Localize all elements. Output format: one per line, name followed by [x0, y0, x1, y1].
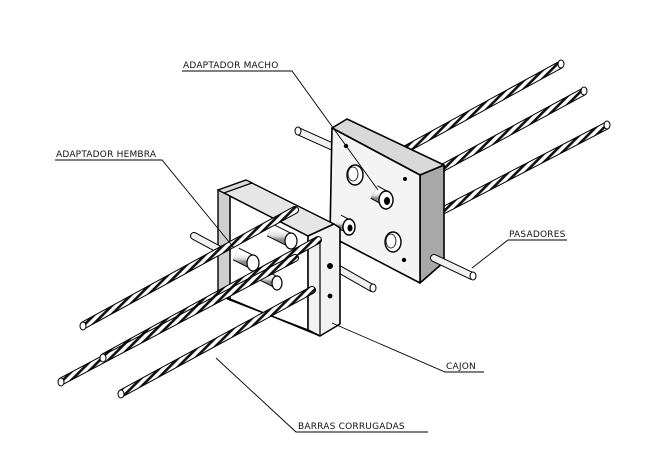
label-pasadores: PASADORES: [509, 230, 566, 240]
rebar-back-group: [391, 59, 611, 216]
female-socket-upper: [266, 223, 298, 250]
male-adapter-plate: [329, 118, 445, 284]
label-adaptador-macho: ADAPTADOR MACHO: [183, 61, 279, 71]
male-stub-left: [334, 214, 356, 236]
label-adaptador-hembra: ADAPTADOR HEMBRA: [56, 150, 157, 160]
pin-right: [430, 254, 477, 281]
female-socket-lower: [232, 247, 260, 272]
rebar-front-group: [57, 206, 322, 399]
leader-lines: [55, 70, 567, 433]
male-stub: [370, 185, 394, 210]
label-barras-corrugadas: BARRAS CORRUGADAS: [298, 422, 405, 432]
female-adapter-box: [216, 179, 341, 337]
pin-box-left: [190, 232, 224, 254]
pin-lower: [333, 264, 377, 293]
label-cajon: CAJON: [446, 362, 476, 372]
